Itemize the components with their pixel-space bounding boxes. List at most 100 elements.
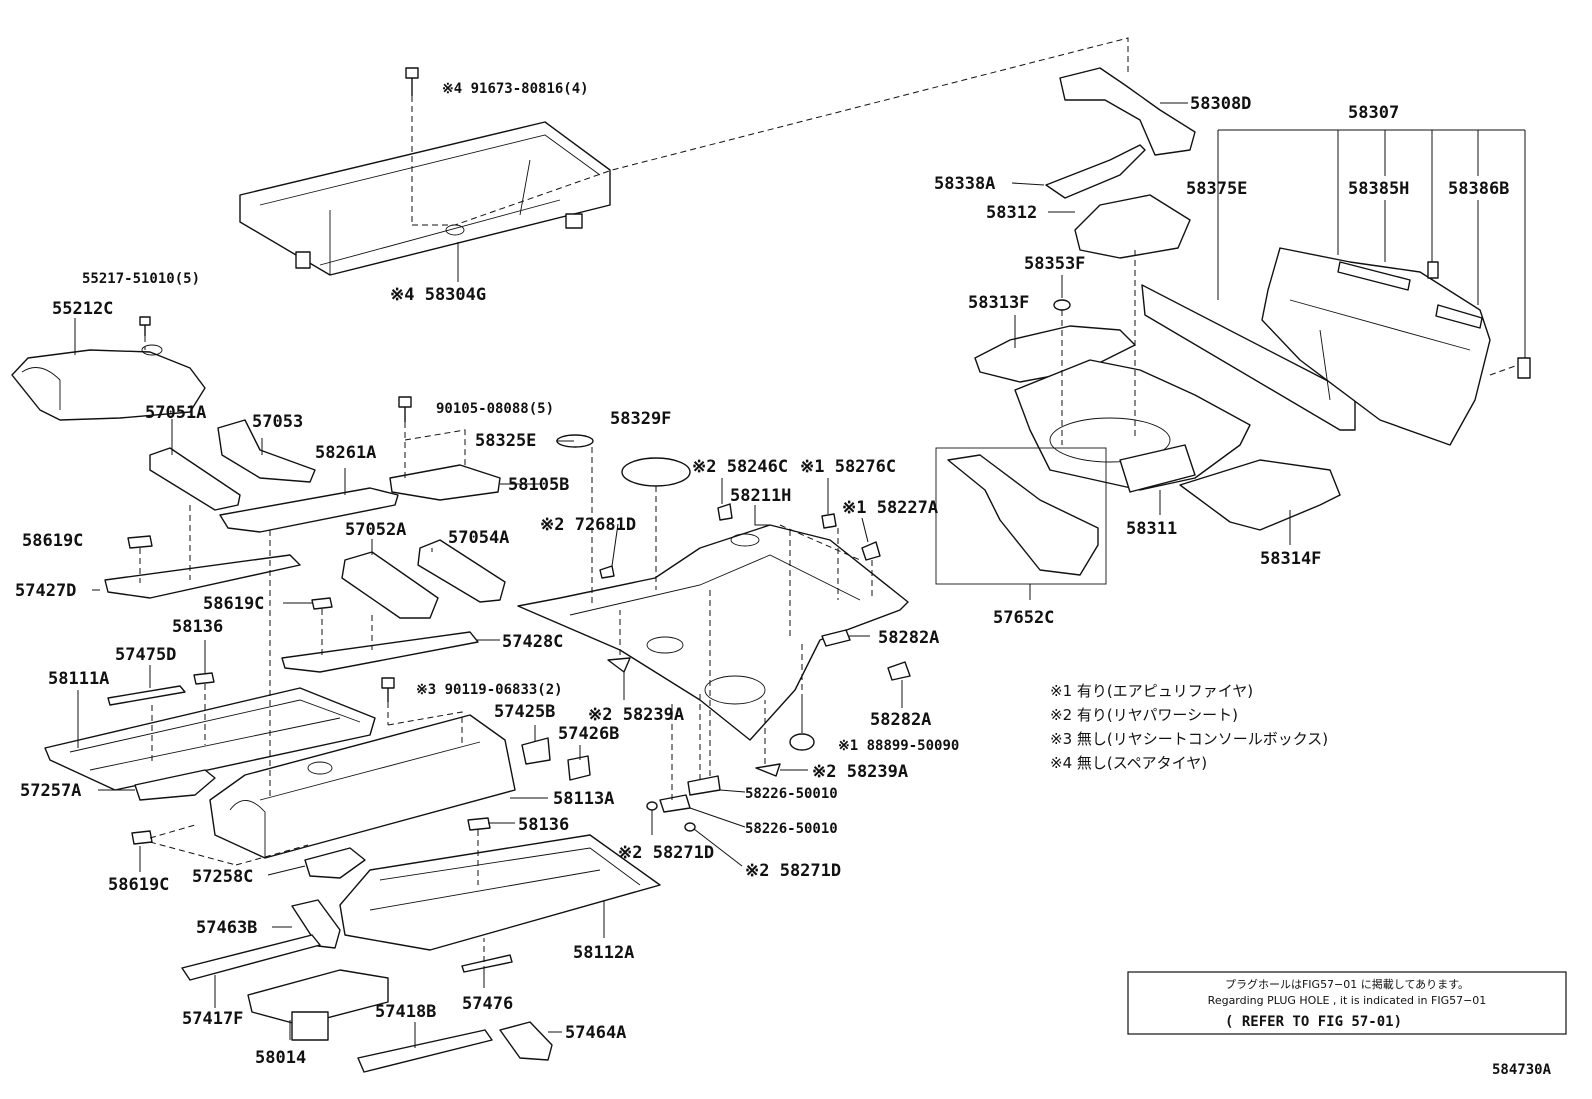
label-58226-b: 58226-50010	[745, 821, 838, 837]
label-58227A: ※1 58227A	[842, 498, 938, 518]
part-57464A	[499, 1021, 553, 1061]
part-58353F	[1053, 299, 1071, 311]
label-57426B: 57426B	[558, 724, 619, 744]
label-58308D: 58308D	[1190, 94, 1251, 114]
label-58136-a: 58136	[172, 617, 223, 637]
label-90119: ※3 90119-06833(2)	[416, 682, 563, 698]
label-58111A: 58111A	[48, 669, 109, 689]
part-labels: ※4 91673-80816(4) ※4 58304G 55217-51010(…	[15, 81, 1509, 1068]
label-57425B: 57425B	[494, 702, 555, 722]
label-57427D: 57427D	[15, 581, 76, 601]
reference-line-3: ( REFER TO FIG 57-01)	[1225, 1014, 1402, 1030]
label-57052A: 57052A	[345, 520, 406, 540]
part-58386B	[1435, 304, 1483, 329]
part-57652C	[935, 447, 1107, 585]
label-58338A: 58338A	[934, 174, 995, 194]
label-58314F: 58314F	[1260, 549, 1321, 569]
part-58271D-a	[646, 801, 658, 811]
label-88899: ※1 88899-50090	[838, 738, 959, 754]
label-55212C: 55212C	[52, 299, 113, 319]
part-58112A	[339, 834, 661, 951]
part-58308D	[1059, 67, 1196, 156]
label-58246C: ※2 58246C	[692, 457, 788, 477]
label-57652C: 57652C	[993, 608, 1054, 628]
part-58385H	[1337, 261, 1411, 291]
part-57428C	[281, 631, 479, 673]
part-58619C-a	[127, 535, 153, 549]
part-57426B	[567, 755, 591, 781]
label-58304G: ※4 58304G	[390, 285, 486, 305]
bolt-90119-icon	[381, 677, 395, 702]
label-58313F: 58313F	[968, 293, 1029, 313]
label-91673: ※4 91673-80816(4)	[442, 81, 589, 97]
label-58353F: 58353F	[1024, 254, 1085, 274]
part-58314F	[1179, 459, 1341, 531]
part-72681D	[599, 565, 615, 579]
label-58282A-a: 58282A	[878, 628, 939, 648]
label-58619C-c: 58619C	[108, 875, 169, 895]
label-58136-b: 58136	[518, 815, 569, 835]
label-58375E: 58375E	[1186, 179, 1247, 199]
bolt-90105-icon	[398, 396, 412, 422]
note-3: ※3 無し(リヤシートコンソールボックス)	[1050, 730, 1328, 748]
part-58113A	[209, 714, 516, 859]
part-57051A	[149, 447, 241, 511]
part-58307-clip-a	[1427, 261, 1439, 279]
label-57051A: 57051A	[145, 403, 206, 423]
label-72681D: ※2 72681D	[540, 515, 636, 535]
label-55217: 55217-51010(5)	[82, 271, 200, 287]
part-58271D-b	[684, 822, 696, 832]
label-57428C: 57428C	[502, 632, 563, 652]
part-58105B	[389, 464, 501, 501]
part-58111A	[44, 687, 376, 791]
label-58226-a: 58226-50010	[745, 786, 838, 802]
label-58211H: 58211H	[730, 486, 791, 506]
label-57418B: 57418B	[375, 1002, 436, 1022]
part-55212C	[11, 344, 206, 421]
label-58385H: 58385H	[1348, 179, 1409, 199]
label-58261A: 58261A	[315, 443, 376, 463]
part-58619C-b	[311, 597, 333, 610]
part-57417F	[181, 934, 321, 981]
part-58227A	[861, 541, 881, 561]
part-58304G	[239, 121, 611, 276]
part-57053	[217, 419, 316, 483]
label-58239A-a: ※2 58239A	[588, 705, 684, 725]
label-58312: 58312	[986, 203, 1037, 223]
note-4: ※4 無し(スペアタイヤ)	[1050, 754, 1207, 772]
label-58619C-b: 58619C	[203, 594, 264, 614]
label-57464A: 57464A	[565, 1023, 626, 1043]
part-58014	[247, 969, 389, 1041]
leader-lines	[74, 37, 1526, 1048]
part-58239A-b	[755, 763, 781, 777]
label-57257A: 57257A	[20, 781, 81, 801]
label-57475D: 57475D	[115, 645, 176, 665]
label-58112A: 58112A	[573, 943, 634, 963]
label-58619C-a: 58619C	[22, 531, 83, 551]
label-58271D-b: ※2 58271D	[745, 861, 841, 881]
part-58282A-a	[821, 629, 851, 647]
part-57476	[461, 954, 513, 973]
label-90105: 90105-08088(5)	[436, 401, 554, 417]
part-58226-b	[659, 794, 691, 813]
part-57425B	[521, 737, 551, 765]
clip-55217-icon	[139, 316, 151, 336]
label-58105B: 58105B	[508, 475, 569, 495]
part-58261A	[219, 487, 399, 533]
part-58239A-a	[607, 657, 631, 673]
part-58338A	[1045, 144, 1146, 199]
label-58282A-b: 58282A	[870, 710, 931, 730]
label-57258C: 57258C	[192, 867, 253, 887]
part-58307-clip-b	[1517, 357, 1531, 379]
part-58375E	[1141, 284, 1356, 431]
label-58386B: 58386B	[1448, 179, 1509, 199]
part-58311	[1014, 359, 1251, 493]
part-58619C-c	[131, 830, 153, 845]
part-57418B	[357, 1029, 493, 1073]
part-58312	[1074, 194, 1191, 259]
reference-line-2: Regarding PLUG HOLE , it is indicated in…	[1208, 994, 1487, 1007]
part-88899	[789, 733, 815, 751]
label-58311: 58311	[1126, 519, 1177, 539]
label-58276C: ※1 58276C	[800, 457, 896, 477]
figure-id: 584730A	[1492, 1062, 1552, 1078]
